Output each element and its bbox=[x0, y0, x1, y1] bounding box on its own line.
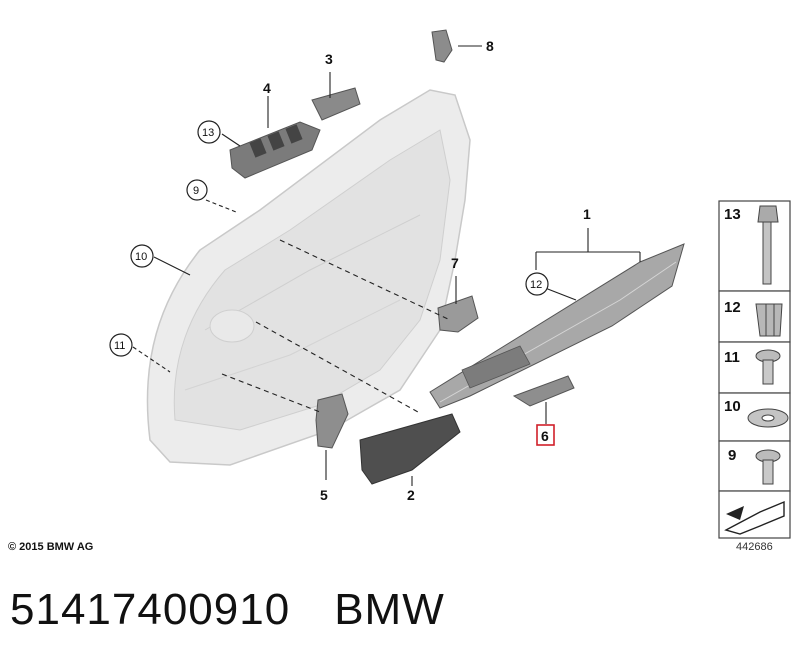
callout-1: 1 bbox=[583, 206, 591, 222]
callout-10-circle bbox=[130, 244, 154, 268]
trim-piece-6 bbox=[512, 375, 575, 407]
side-label-10: 10 bbox=[724, 398, 741, 415]
callout-2: 2 bbox=[407, 487, 415, 503]
callout-4: 4 bbox=[263, 80, 271, 96]
fastener-panel: 13 12 11 10 9 bbox=[718, 200, 791, 539]
window-switch-bezel bbox=[229, 121, 321, 179]
callout-12: 12 bbox=[530, 279, 542, 291]
door-handle bbox=[437, 295, 479, 333]
side-label-11: 11 bbox=[724, 349, 740, 366]
brand-name: BMW bbox=[334, 585, 445, 634]
callout-12-circle bbox=[525, 272, 549, 296]
side-label-9: 9 bbox=[728, 447, 736, 464]
callout-7: 7 bbox=[451, 255, 459, 271]
callout-10: 10 bbox=[135, 251, 147, 263]
clip-pin-icon bbox=[757, 205, 779, 285]
callout-3: 3 bbox=[325, 51, 333, 67]
spring-clip-icon bbox=[755, 303, 783, 337]
callout-6: 6 bbox=[541, 428, 549, 444]
screw-icon bbox=[755, 449, 781, 485]
part-number-line: 51417400910 BMW bbox=[10, 585, 489, 635]
callout-13: 13 bbox=[202, 127, 214, 139]
callout-13-circle bbox=[197, 120, 221, 144]
cover-part bbox=[311, 87, 361, 121]
callout-6-highlight-box bbox=[536, 424, 555, 446]
diagram-id: 442686 bbox=[736, 541, 773, 553]
side-label-13: 13 bbox=[724, 206, 741, 223]
callout-5: 5 bbox=[320, 487, 328, 503]
callout-11: 11 bbox=[114, 340, 125, 352]
callout-8: 8 bbox=[486, 38, 494, 54]
part-number: 51417400910 bbox=[10, 585, 291, 634]
clip-part-8 bbox=[431, 29, 453, 63]
callout-9: 9 bbox=[193, 185, 199, 197]
bracket-part-5 bbox=[315, 393, 349, 449]
callout-9-circle bbox=[186, 179, 208, 201]
speaker-cover bbox=[359, 413, 461, 485]
door-trim-panel bbox=[146, 89, 471, 466]
armrest-trim-strip bbox=[429, 243, 685, 409]
callout-11-circle bbox=[109, 333, 133, 357]
washer-icon bbox=[747, 408, 789, 428]
copyright-text: © 2015 BMW AG bbox=[8, 541, 94, 553]
side-label-12: 12 bbox=[724, 299, 741, 316]
arrow-icon bbox=[724, 500, 785, 535]
screw-icon bbox=[755, 349, 781, 385]
leader-lines bbox=[132, 45, 641, 486]
